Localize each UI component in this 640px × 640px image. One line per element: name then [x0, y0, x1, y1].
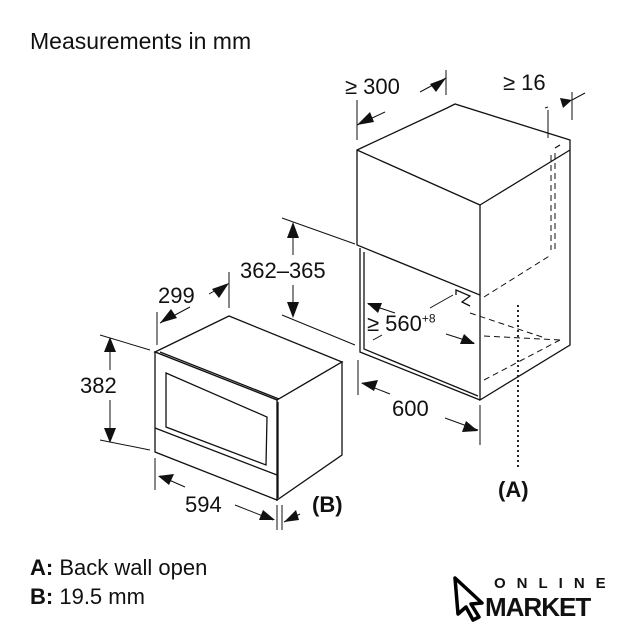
niche-depth-tolerance: +8 [421, 311, 436, 326]
logo-line1: ONLINE [494, 575, 617, 592]
dim-cabinet-depth: ≥ 300 [345, 74, 400, 99]
legend-key: A: [30, 555, 54, 580]
legend-text: 19.5 mm [59, 584, 145, 609]
label-b: (B) [312, 492, 343, 517]
legend-key: B: [30, 584, 54, 609]
page-title: Measurements in mm [30, 28, 252, 54]
dim-height: 382 [80, 373, 117, 398]
dim-depth: 299 [158, 283, 195, 308]
cursor-icon [453, 576, 484, 622]
dim-niche-height: 362–365 [240, 258, 326, 283]
legend-item-a: A: Back wall open [30, 555, 207, 581]
arrowheads [104, 78, 572, 522]
legend-text: Back wall open [59, 555, 208, 580]
label-a: (A) [498, 477, 529, 502]
online-market-logo: ONLINE MARKET [452, 575, 612, 625]
dim-cabinet-width: 600 [392, 396, 429, 421]
legend-item-b: B: 19.5 mm [30, 584, 145, 610]
logo-line2: MARKET [485, 592, 591, 622]
niche-depth-value: ≥ 560 [367, 311, 422, 336]
cabinet-drawing [356, 103, 571, 470]
dim-cabinet-gap: ≥ 16 [503, 70, 546, 95]
microwave-drawing [153, 315, 344, 502]
dim-width: 594 [185, 492, 222, 517]
dim-niche-depth: ≥ 560+8 [367, 311, 436, 337]
